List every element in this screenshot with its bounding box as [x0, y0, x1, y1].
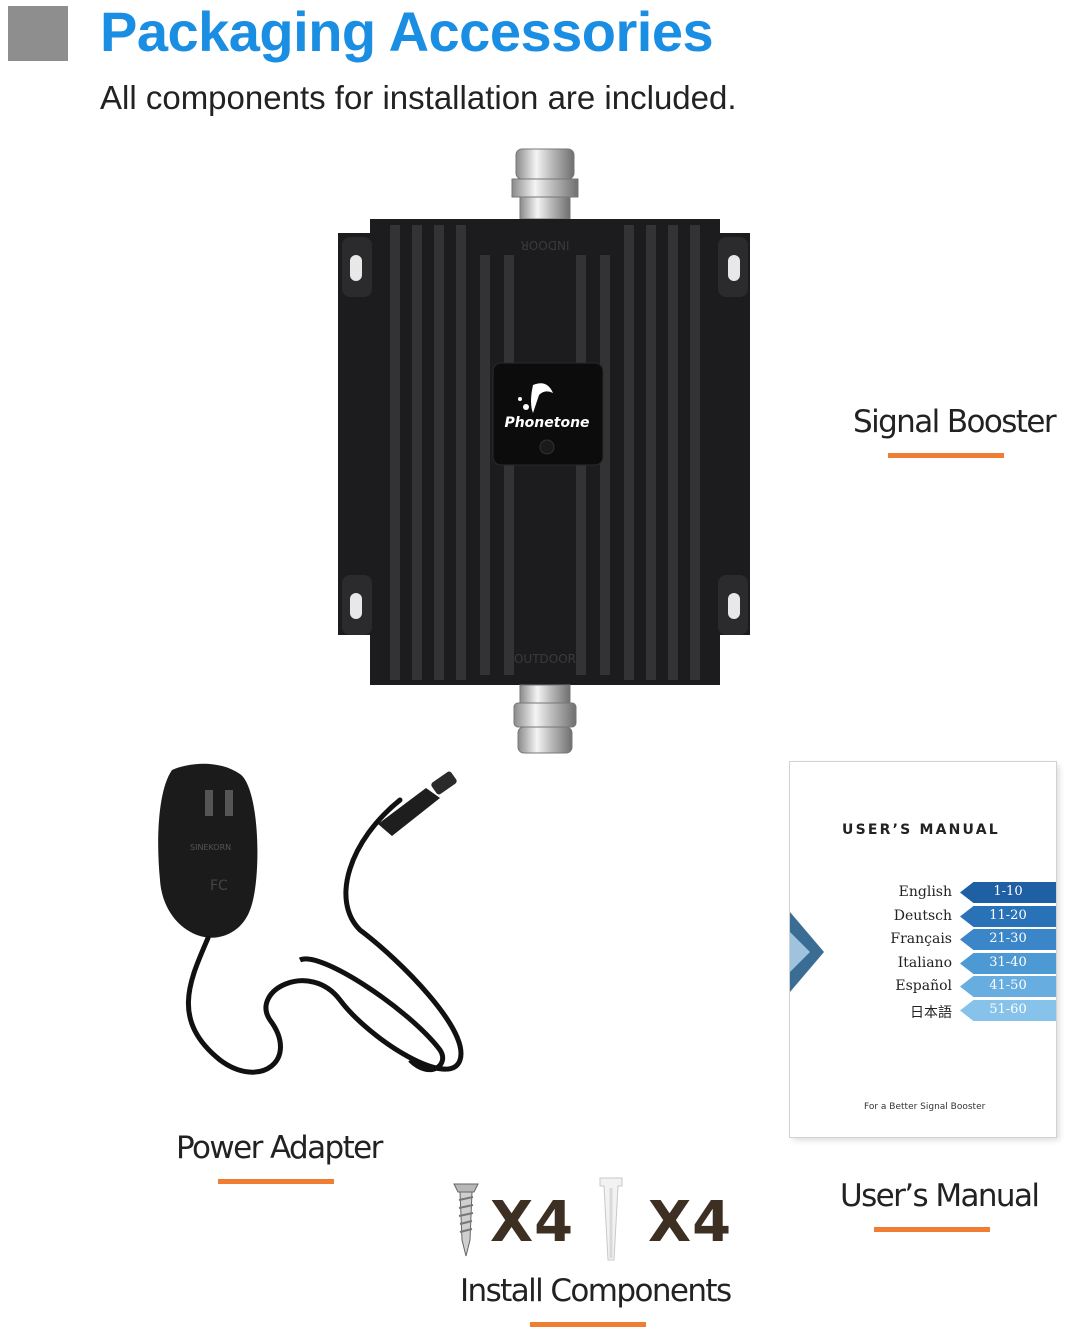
manual-language-row: 日本語 51-60	[790, 1000, 1056, 1022]
manual-language-row: Français 21-30	[790, 929, 1056, 951]
users-manual-label: User’s Manual	[840, 1178, 1040, 1214]
install-components-underline	[530, 1322, 646, 1327]
manual-language-row: English 1-10	[790, 882, 1056, 904]
wall-anchor-icon	[594, 1174, 628, 1266]
indoor-text: INDOOR	[521, 238, 570, 252]
power-adapter-image: SINEKORN FC	[150, 760, 480, 1100]
signal-booster-image: INDOOR OUTDOOR Phonetone	[330, 145, 760, 765]
manual-decoration-icon	[790, 912, 824, 992]
header-square-icon	[8, 6, 68, 61]
screw-count: X4	[490, 1190, 575, 1255]
manual-language-row: Deutsch 11-20	[790, 906, 1056, 928]
outdoor-text: OUTDOOR	[514, 652, 576, 666]
svg-text:SINEKORN: SINEKORN	[190, 843, 231, 852]
power-adapter-label: Power Adapter	[176, 1130, 383, 1166]
manual-footer: For a Better Signal Booster	[864, 1102, 986, 1112]
phonetone-logo: Phonetone	[504, 415, 589, 431]
install-components-label: Install Components	[460, 1273, 732, 1309]
users-manual-underline	[874, 1227, 990, 1232]
manual-language-row: Italiano 31-40	[790, 953, 1056, 975]
manual-language-row: Español 41-50	[790, 976, 1056, 998]
page-subtitle: All components for installation are incl…	[100, 79, 737, 116]
manual-title: USER’S MANUAL	[842, 822, 1000, 838]
page-title: Packaging Accessories	[100, 0, 714, 63]
users-manual-image: USER’S MANUAL English 1-10 Deutsch 11-20…	[790, 762, 1056, 1137]
screw-icon	[450, 1180, 482, 1258]
anchor-count: X4	[648, 1190, 733, 1255]
signal-booster-underline	[888, 453, 1004, 458]
power-adapter-underline	[218, 1179, 334, 1184]
svg-text:FC: FC	[210, 878, 228, 894]
signal-booster-label: Signal Booster	[853, 404, 1057, 440]
